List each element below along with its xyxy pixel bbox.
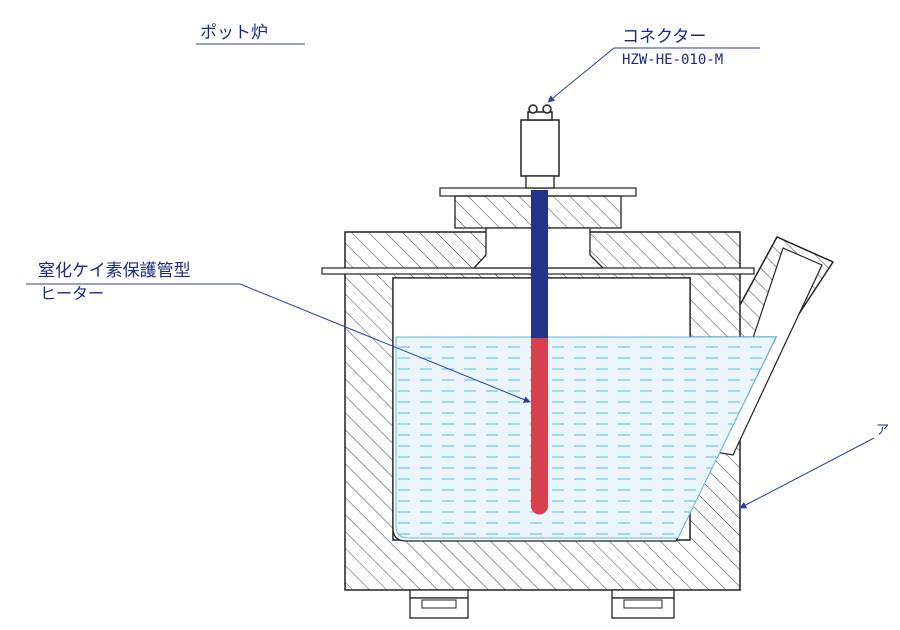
heater-label-line2: ヒーター xyxy=(40,284,104,303)
connector-code: HZW-HE-010-M xyxy=(622,52,723,68)
furnace-foot-left xyxy=(409,589,469,619)
body-leader-arrow xyxy=(739,437,875,509)
molten-liquid-waves xyxy=(396,337,776,538)
connector-terminals xyxy=(527,104,553,121)
heater-tube-upper xyxy=(531,190,548,338)
edge-fragment-label: ア xyxy=(876,423,889,438)
connector-label: コネクター xyxy=(622,27,706,47)
connector-leader-arrow xyxy=(547,47,615,103)
drawing-title: ポット炉 xyxy=(200,23,268,43)
furnace-foot-right xyxy=(611,589,675,619)
heater-label-line1: 窒化ケイ素保護管型 xyxy=(38,261,191,281)
heater-tube-lower xyxy=(531,338,548,515)
connector-body xyxy=(520,119,560,177)
heater-leader-arrow xyxy=(239,283,531,403)
connector-base xyxy=(525,175,555,189)
